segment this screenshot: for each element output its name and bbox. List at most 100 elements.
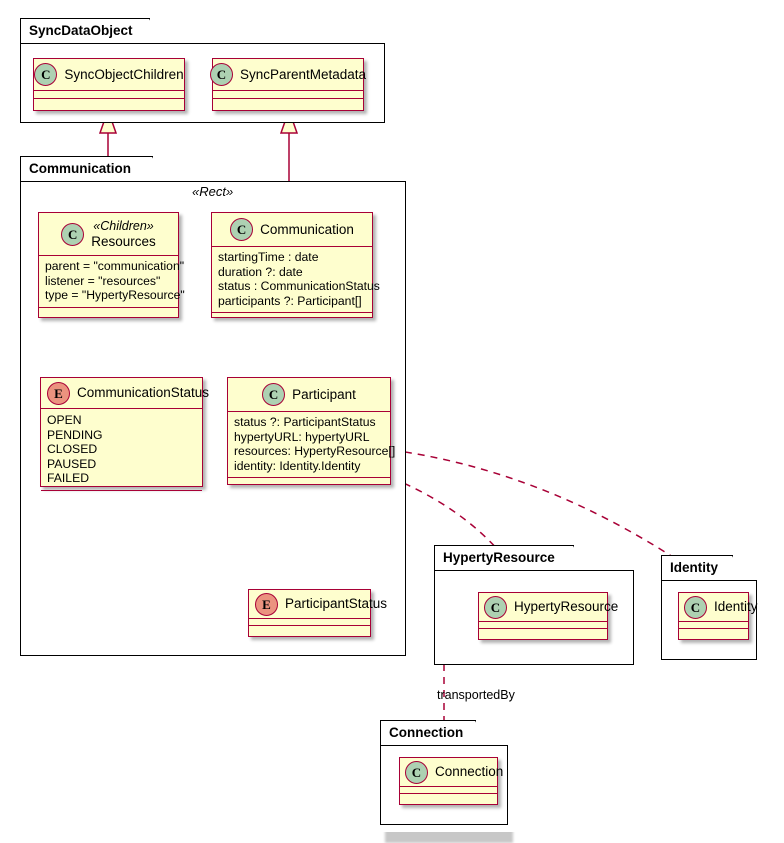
class-hypertyresource-methods xyxy=(479,629,607,637)
divider xyxy=(213,90,363,91)
class-resources[interactable]: C «Children» Resources parent = "communi… xyxy=(38,212,185,318)
enum-badge-icon: E xyxy=(47,381,70,405)
folder-fold-icon xyxy=(561,546,575,571)
class-identity-methods xyxy=(679,629,748,637)
class-syncobjectchildren-title: SyncObjectChildren xyxy=(64,66,184,82)
class-badge-icon: C xyxy=(484,595,507,619)
enum-badge-icon: E xyxy=(255,592,278,616)
package-communication-stereotype: «Rect» xyxy=(192,184,234,199)
attribute: hypertyURL: hypertyURL xyxy=(234,429,370,444)
package-identity-tab: Identity xyxy=(661,555,733,580)
class-badge-icon: C xyxy=(61,222,85,246)
class-identity[interactable]: C Identity xyxy=(678,592,758,640)
class-resources-title: Resources xyxy=(91,233,156,249)
divider xyxy=(479,628,607,629)
class-badge-icon: C xyxy=(34,63,58,86)
class-connection-header: C Connection xyxy=(400,758,503,786)
attribute: identity: Identity.Identity xyxy=(234,458,361,473)
class-participant-methods xyxy=(228,478,390,486)
class-syncparentmetadata-attributes xyxy=(213,91,363,98)
divider xyxy=(213,98,363,99)
enum-communicationstatus-header: E CommunicationStatus xyxy=(41,378,209,408)
divider xyxy=(34,90,184,91)
class-communication-header: C Communication xyxy=(212,213,372,246)
class-resources-methods xyxy=(39,308,178,317)
class-syncparentmetadata[interactable]: C SyncParentMetadata xyxy=(209,58,367,111)
class-syncobjectchildren-attributes xyxy=(34,91,184,98)
enum-value: OPEN xyxy=(47,413,82,427)
edge-label-transportedby: transportedBy xyxy=(437,688,515,702)
package-communication-label: Communication xyxy=(29,161,132,177)
divider xyxy=(228,477,390,479)
package-connection-tab: Connection xyxy=(380,720,476,745)
class-resources-stereotype: «Children» xyxy=(93,218,154,233)
enum-participantstatus[interactable]: E ParticipantStatus xyxy=(248,589,387,637)
class-participant-attributes: status ?: ParticipantStatus hypertyURL: … xyxy=(228,412,396,477)
package-hypertyresource-tab: HypertyResource xyxy=(434,545,574,570)
attribute: status ?: ParticipantStatus xyxy=(234,415,376,429)
folder-fold-icon xyxy=(720,556,734,581)
folder-fold-icon xyxy=(140,157,154,182)
enum-communicationstatus-values: OPEN PENDING CLOSED PAUSED FAILED xyxy=(41,409,202,490)
class-syncparentmetadata-header: C SyncParentMetadata xyxy=(209,59,367,90)
class-syncobjectchildren[interactable]: C SyncObjectChildren xyxy=(33,58,185,111)
enum-participantstatus-title: ParticipantStatus xyxy=(285,596,388,611)
class-resources-attributes: parent = "communication" listener = "res… xyxy=(39,256,185,307)
divider xyxy=(249,618,370,619)
class-connection-methods xyxy=(400,794,497,802)
class-badge-icon: C xyxy=(405,760,428,784)
enum-value: CLOSED xyxy=(47,442,98,457)
divider xyxy=(34,98,184,99)
class-communication-title: Communication xyxy=(260,221,354,237)
class-syncparentmetadata-methods xyxy=(213,99,363,108)
divider xyxy=(39,306,178,308)
enum-value: PAUSED xyxy=(47,456,97,471)
folder-fold-icon xyxy=(463,721,477,746)
divider xyxy=(400,786,497,787)
divider xyxy=(228,411,390,412)
enum-participantstatus-methods xyxy=(249,626,370,634)
class-resources-header: C «Children» Resources xyxy=(39,213,178,255)
package-syncdataobject-tab: SyncDataObject xyxy=(20,18,150,43)
package-communication-tab: Communication xyxy=(20,156,153,181)
attribute: type = "HypertyResource" xyxy=(45,288,185,303)
divider xyxy=(39,255,178,256)
attribute: listener = "resources" xyxy=(45,273,161,288)
class-hypertyresource-header: C HypertyResource xyxy=(479,593,618,621)
enum-communicationstatus-title: CommunicationStatus xyxy=(77,385,210,400)
divider xyxy=(679,621,748,622)
attribute: resources: HypertyResource[] xyxy=(234,444,396,459)
class-connection[interactable]: C Connection xyxy=(399,757,503,805)
divider xyxy=(212,246,372,247)
class-connection-title: Connection xyxy=(435,764,504,779)
class-syncobjectchildren-header: C SyncObjectChildren xyxy=(34,59,184,90)
attribute: duration ?: date xyxy=(218,264,303,279)
package-syncdataobject-label: SyncDataObject xyxy=(29,23,133,39)
class-participant[interactable]: C Participant status ?: ParticipantStatu… xyxy=(227,377,396,486)
class-hypertyresource[interactable]: C HypertyResource xyxy=(478,592,618,640)
class-syncparentmetadata-title: SyncParentMetadata xyxy=(239,66,367,82)
divider xyxy=(212,312,372,314)
class-badge-icon: C xyxy=(262,383,286,406)
class-badge-icon: C xyxy=(684,595,707,619)
attribute: parent = "communication" xyxy=(45,259,185,273)
enum-value: PENDING xyxy=(47,427,103,442)
class-identity-header: C Identity xyxy=(679,593,758,621)
class-hypertyresource-title: HypertyResource xyxy=(514,599,619,614)
package-connection-label: Connection xyxy=(389,725,464,741)
divider xyxy=(679,628,748,629)
divider xyxy=(41,489,202,491)
class-badge-icon: C xyxy=(230,218,254,241)
enum-participantstatus-header: E ParticipantStatus xyxy=(249,590,387,618)
divider xyxy=(479,621,607,622)
package-identity-label: Identity xyxy=(670,560,719,576)
enum-communicationstatus[interactable]: E CommunicationStatus OPEN PENDING CLOSE… xyxy=(40,377,209,491)
class-communication-methods xyxy=(212,313,372,321)
class-badge-icon: C xyxy=(209,63,233,86)
package-hypertyresource-label: HypertyResource xyxy=(443,550,555,566)
divider xyxy=(41,408,202,409)
folder-fold-icon xyxy=(137,19,151,44)
class-identity-title: Identity xyxy=(714,599,758,614)
class-communication[interactable]: C Communication startingTime : date dura… xyxy=(211,212,380,321)
